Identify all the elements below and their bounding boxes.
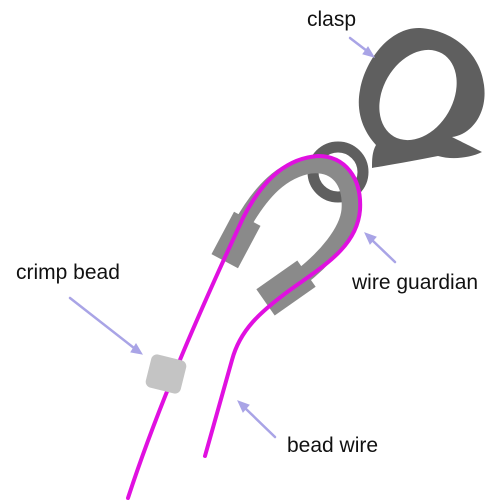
arrow-wire-guardian bbox=[364, 232, 397, 264]
guardian-tube-right bbox=[256, 260, 316, 316]
clasp-shape bbox=[358, 27, 485, 168]
label-wire-guardian: wire guardian bbox=[352, 271, 479, 294]
label-clasp: clasp bbox=[307, 8, 357, 31]
arrow-clasp bbox=[348, 36, 376, 58]
bead-wire-shape bbox=[126, 153, 363, 500]
crimp-bead-shape bbox=[145, 354, 187, 394]
guardian-tube-left bbox=[211, 211, 261, 269]
arrow-crimp-bead bbox=[68, 296, 143, 355]
label-crimp-bead: crimp bead bbox=[16, 261, 120, 284]
label-bead-wire: bead wire bbox=[287, 434, 379, 457]
arrow-bead-wire bbox=[237, 400, 277, 439]
wire-guardian-shape bbox=[234, 156, 359, 285]
